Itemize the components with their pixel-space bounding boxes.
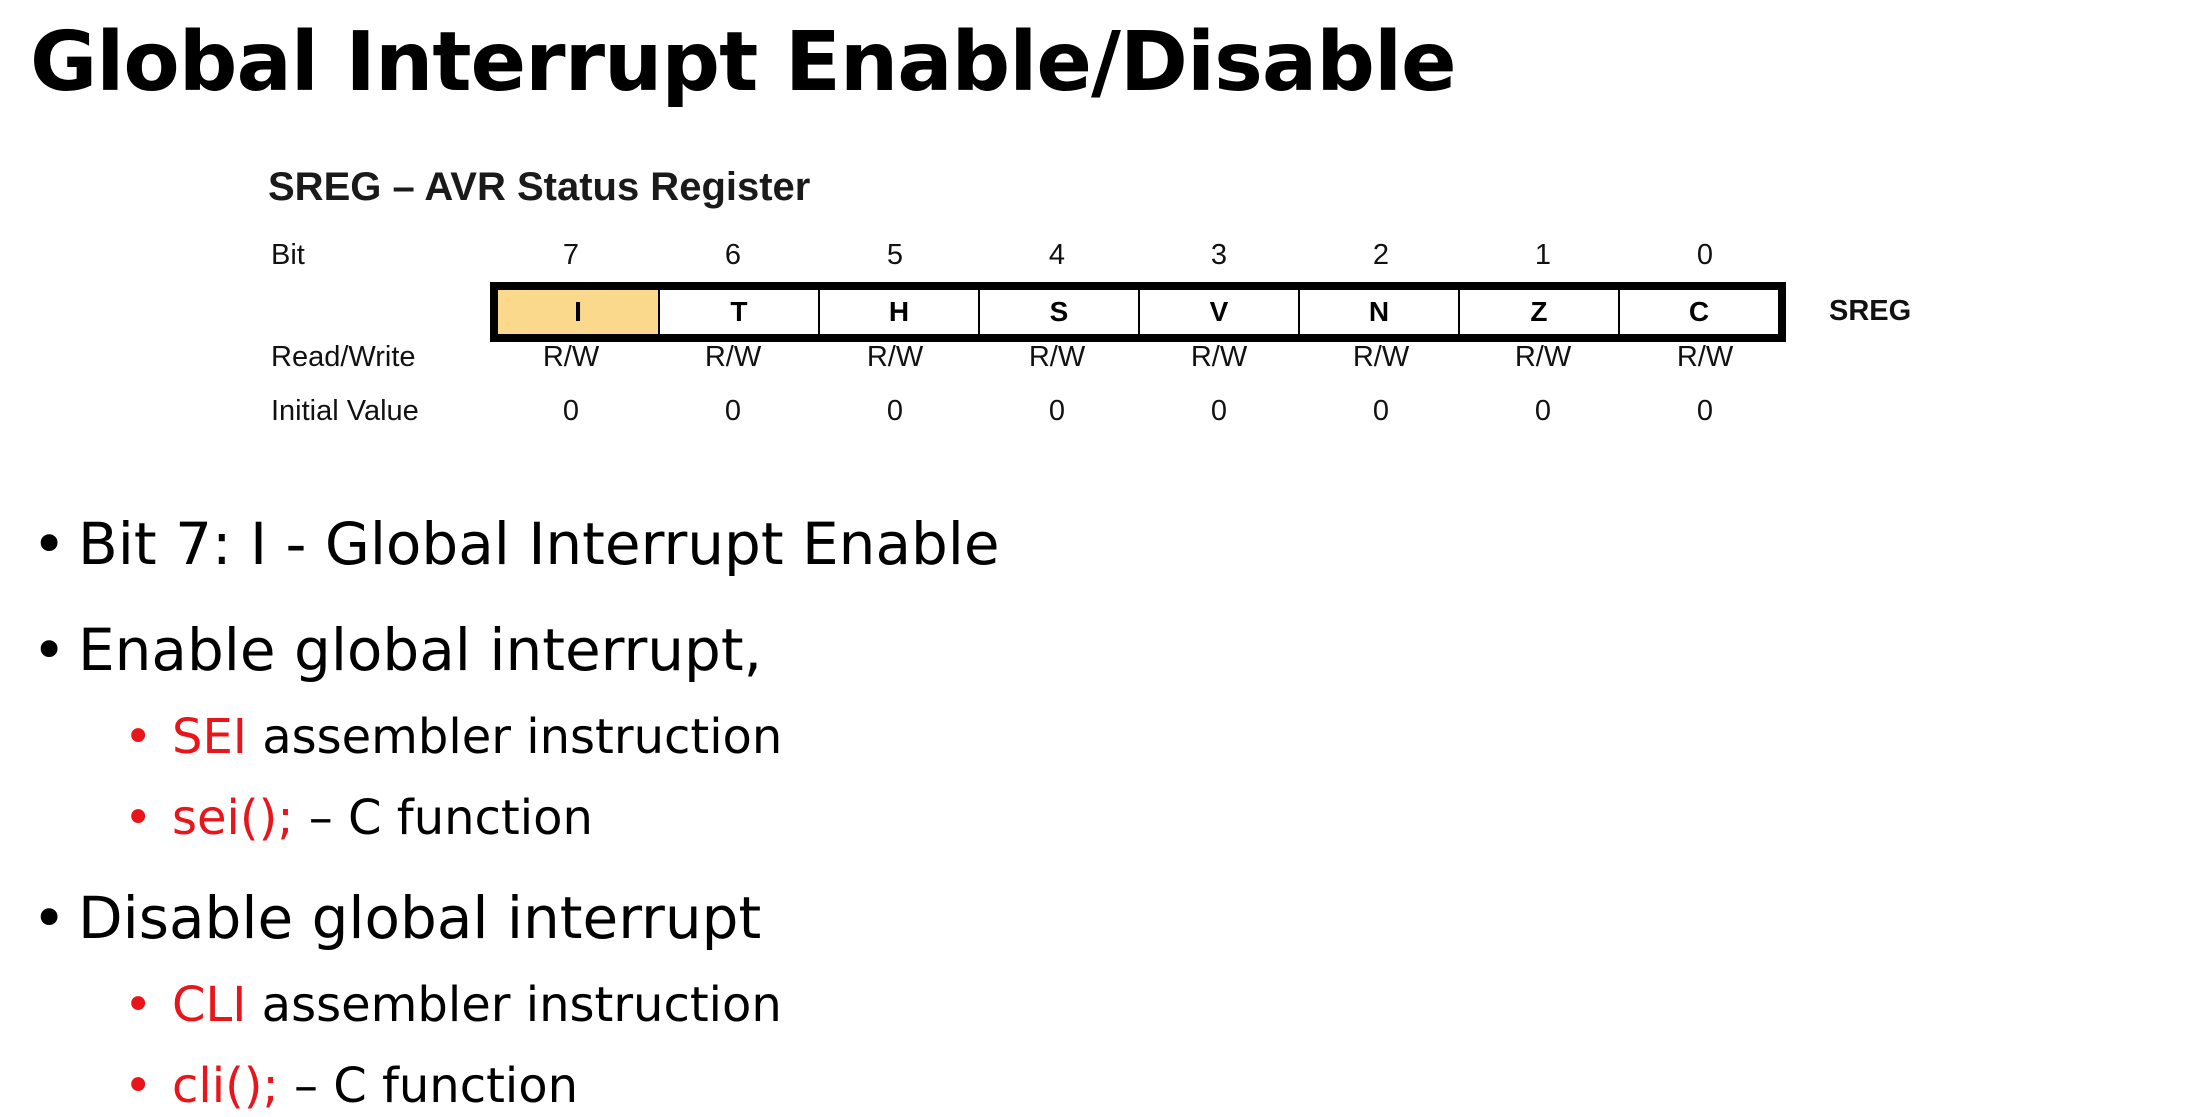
- cli-function-desc: – C function: [278, 1058, 579, 1114]
- cli-instruction-desc: assembler instruction: [246, 977, 782, 1033]
- bit-number-1: 1: [1534, 239, 1552, 271]
- sub-bullet-sei-function: • sei(); – C function: [124, 787, 593, 849]
- register-name-label: SREG: [1829, 295, 1912, 327]
- init-bit-7: 0: [562, 395, 580, 427]
- init-bit-5: 0: [886, 395, 904, 427]
- sei-instruction-desc: assembler instruction: [246, 709, 783, 765]
- rw-bit-2: R/W: [1352, 341, 1410, 373]
- flag-h: H: [817, 290, 978, 334]
- flag-s: S: [977, 290, 1138, 334]
- flag-z: Z: [1457, 290, 1618, 334]
- slide-title: Global Interrupt Enable/Disable: [30, 15, 1457, 110]
- flag-n: N: [1297, 290, 1458, 334]
- sub-bullet-dot: •: [124, 977, 153, 1033]
- sub-bullet-sei: • SEI assembler instruction: [124, 706, 782, 768]
- cli-function: cli();: [172, 1058, 279, 1114]
- bit-number-3: 3: [1210, 239, 1228, 271]
- cli-instruction: CLI: [172, 977, 247, 1033]
- rw-bit-3: R/W: [1190, 341, 1248, 373]
- sub-bullet-dot: •: [124, 709, 153, 765]
- sub-bullet-cli: • CLI assembler instruction: [124, 974, 782, 1036]
- init-bit-1: 0: [1534, 395, 1552, 427]
- bit-row-label: Bit: [271, 239, 305, 271]
- sei-function-desc: – C function: [293, 790, 593, 846]
- rw-bit-6: R/W: [704, 341, 762, 373]
- init-bit-4: 0: [1048, 395, 1066, 427]
- initial-value-row-label: Initial Value: [271, 395, 419, 427]
- sei-function: sei();: [172, 790, 294, 846]
- bullet-dot: •: [32, 884, 67, 952]
- initial-value-row: 0 0 0 0 0 0 0 0: [490, 394, 1786, 428]
- flag-i-highlighted: I: [498, 290, 658, 334]
- flag-c: C: [1617, 290, 1778, 334]
- bit-number-row: 7 6 5 4 3 2 1 0: [490, 238, 1786, 272]
- init-bit-3: 0: [1210, 395, 1228, 427]
- bit-number-2: 2: [1372, 239, 1390, 271]
- sub-bullet-dot: •: [124, 1058, 153, 1114]
- init-bit-6: 0: [724, 395, 742, 427]
- sreg-register-figure: SREG – AVR Status Register Bit 7 6 5 4 3…: [268, 158, 1938, 448]
- sub-bullet-cli-function: • cli(); – C function: [124, 1055, 578, 1117]
- bullet-dot: •: [32, 510, 67, 578]
- bullet-enable: •Enable global interrupt,: [32, 614, 762, 686]
- rw-bit-1: R/W: [1514, 341, 1572, 373]
- read-write-row-label: Read/Write: [271, 341, 416, 373]
- bit-number-4: 4: [1048, 239, 1066, 271]
- register-heading: SREG – AVR Status Register: [268, 165, 811, 209]
- init-bit-0: 0: [1696, 395, 1714, 427]
- bullet-enable-text: Enable global interrupt,: [78, 616, 763, 684]
- bit-number-7: 7: [562, 239, 580, 271]
- bit-number-5: 5: [886, 239, 904, 271]
- init-bit-2: 0: [1372, 395, 1390, 427]
- bullet-bit7-text: Bit 7: I - Global Interrupt Enable: [78, 510, 1000, 578]
- bit-number-6: 6: [724, 239, 742, 271]
- sei-instruction: SEI: [172, 709, 247, 765]
- rw-bit-5: R/W: [866, 341, 924, 373]
- rw-bit-0: R/W: [1676, 341, 1734, 373]
- rw-bit-7: R/W: [542, 341, 600, 373]
- flag-t: T: [657, 290, 818, 334]
- sub-bullet-dot: •: [124, 790, 153, 846]
- bullet-disable-text: Disable global interrupt: [78, 884, 762, 952]
- bullet-bit7: •Bit 7: I - Global Interrupt Enable: [32, 508, 1000, 580]
- register-flag-box: I T H S V N Z C: [490, 282, 1786, 342]
- rw-bit-4: R/W: [1028, 341, 1086, 373]
- bullet-dot: •: [32, 616, 67, 684]
- bullet-disable: •Disable global interrupt: [32, 882, 761, 954]
- bit-number-0: 0: [1696, 239, 1714, 271]
- flag-v: V: [1137, 290, 1298, 334]
- read-write-row: R/W R/W R/W R/W R/W R/W R/W R/W: [490, 340, 1786, 374]
